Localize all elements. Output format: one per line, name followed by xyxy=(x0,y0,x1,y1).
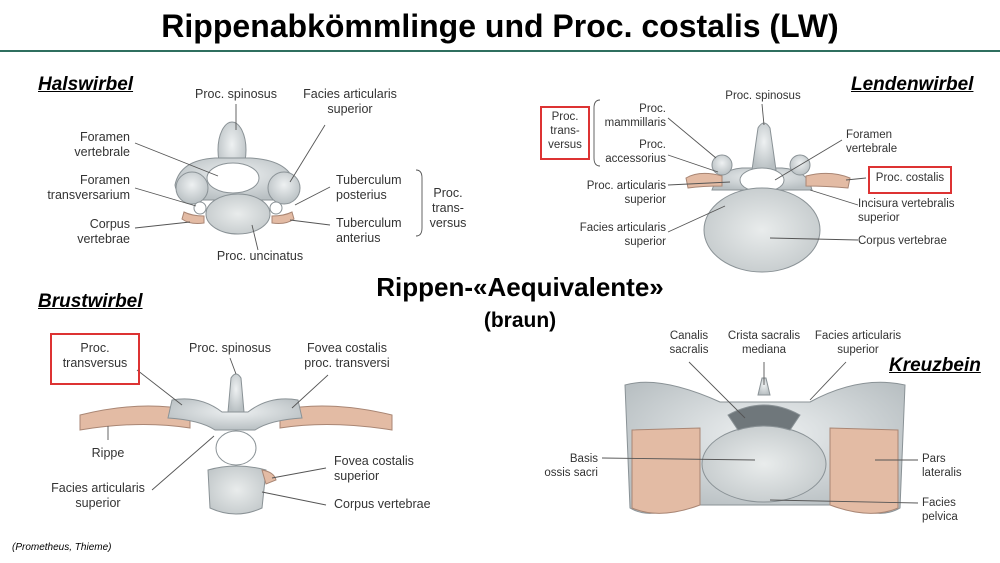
label-lenden-incisura-vertebralis-superior: Incisura vertebralis superior xyxy=(858,198,955,224)
label-lenden-proc-transversus: Proc. trans- versus xyxy=(548,111,582,151)
title-divider xyxy=(0,50,1000,52)
label-lenden-corpus-vertebrae: Corpus vertebrae xyxy=(858,235,947,247)
label-brust-rippe: Rippe xyxy=(91,446,125,460)
label-hals-facies-articularis-superior: Facies articularis superior xyxy=(303,87,397,116)
center-subheading: (braun) xyxy=(483,309,557,332)
label-brust-proc-spinosus: Proc. spinosus xyxy=(189,341,271,355)
section-kreuzbein: Kreuzbein xyxy=(889,355,981,376)
section-brustwirbel: Brustwirbel xyxy=(38,291,143,312)
source-credit: (Prometheus, Thieme) xyxy=(12,542,112,553)
highlight-box-brust-proc-transversus xyxy=(50,333,140,385)
label-brust-fovea-costalis-proc-transversi: Fovea costalis proc. transversi xyxy=(304,341,390,370)
label-kreuz-canalis-sacralis: Canalis sacralis xyxy=(669,330,709,356)
label-hals-proc-spinosus: Proc. spinosus xyxy=(195,87,277,101)
label-hals-foramen-vertebrale: Foramen vertebrale xyxy=(74,130,130,159)
thoracic-vertebra-figure xyxy=(79,357,393,515)
label-kreuz-crista-sacralis-mediana: Crista sacralis mediana xyxy=(727,330,801,356)
label-lenden-proc-mammillaris: Proc. mammillaris xyxy=(604,103,666,129)
label-hals-corpus-vertebrae: Corpus vertebrae xyxy=(77,217,130,246)
label-brust-facies-articularis-superior: Facies articularis superior xyxy=(51,481,145,510)
label-lenden-facies-articularis-superior: Facies articularis superior xyxy=(579,222,666,248)
label-hals-proc-uncinatus: Proc. uncinatus xyxy=(216,249,304,263)
label-lenden-proc-costalis: Proc. costalis xyxy=(875,172,945,184)
cervical-vertebra-figure xyxy=(134,104,423,251)
highlight-box-lenden-proc-costalis xyxy=(868,166,952,194)
label-lenden-proc-accessorius: Proc. accessorius xyxy=(605,139,666,165)
label-hals-proc-transversus: Proc. trans- versus xyxy=(429,186,467,230)
label-kreuz-facies-pelvica: Facies pelvica xyxy=(922,497,958,523)
label-kreuz-basis-ossis-sacri: Basis ossis sacri xyxy=(544,453,598,479)
label-lenden-foramen-vertebrale: Foramen vertebrale xyxy=(846,129,898,155)
label-brust-corpus-vertebrae: Corpus vertebrae xyxy=(334,497,431,511)
center-heading: Rippen-«Aequivalente» xyxy=(376,272,664,302)
section-halswirbel: Halswirbel xyxy=(38,74,134,95)
sacrum-figure xyxy=(601,361,919,514)
label-brust-proc-transversus: Proc. transversus xyxy=(62,341,128,370)
section-lendenwirbel: Lendenwirbel xyxy=(851,74,974,95)
label-lenden-proc-spinosus: Proc. spinosus xyxy=(725,90,801,102)
label-kreuz-facies-articularis-superior: Facies articularis superior xyxy=(814,330,902,356)
label-hals-foramen-transversarium: Foramen transversarium xyxy=(47,173,130,202)
label-brust-fovea-costalis-superior: Fovea costalis superior xyxy=(334,454,414,483)
label-hals-tuberculum-posterius: Tuberculum posterius xyxy=(336,173,402,202)
label-lenden-proc-articularis-superior: Proc. articularis superior xyxy=(586,180,666,206)
highlight-box-lenden-proc-transversus xyxy=(540,106,590,160)
label-kreuz-pars-lateralis: Pars lateralis xyxy=(922,453,962,479)
label-hals-tuberculum-anterius: Tuberculum anterius xyxy=(336,216,402,245)
page-title: Rippenabkömmlinge und Proc. costalis (LW… xyxy=(161,8,839,44)
lumbar-vertebra-figure xyxy=(593,99,867,273)
